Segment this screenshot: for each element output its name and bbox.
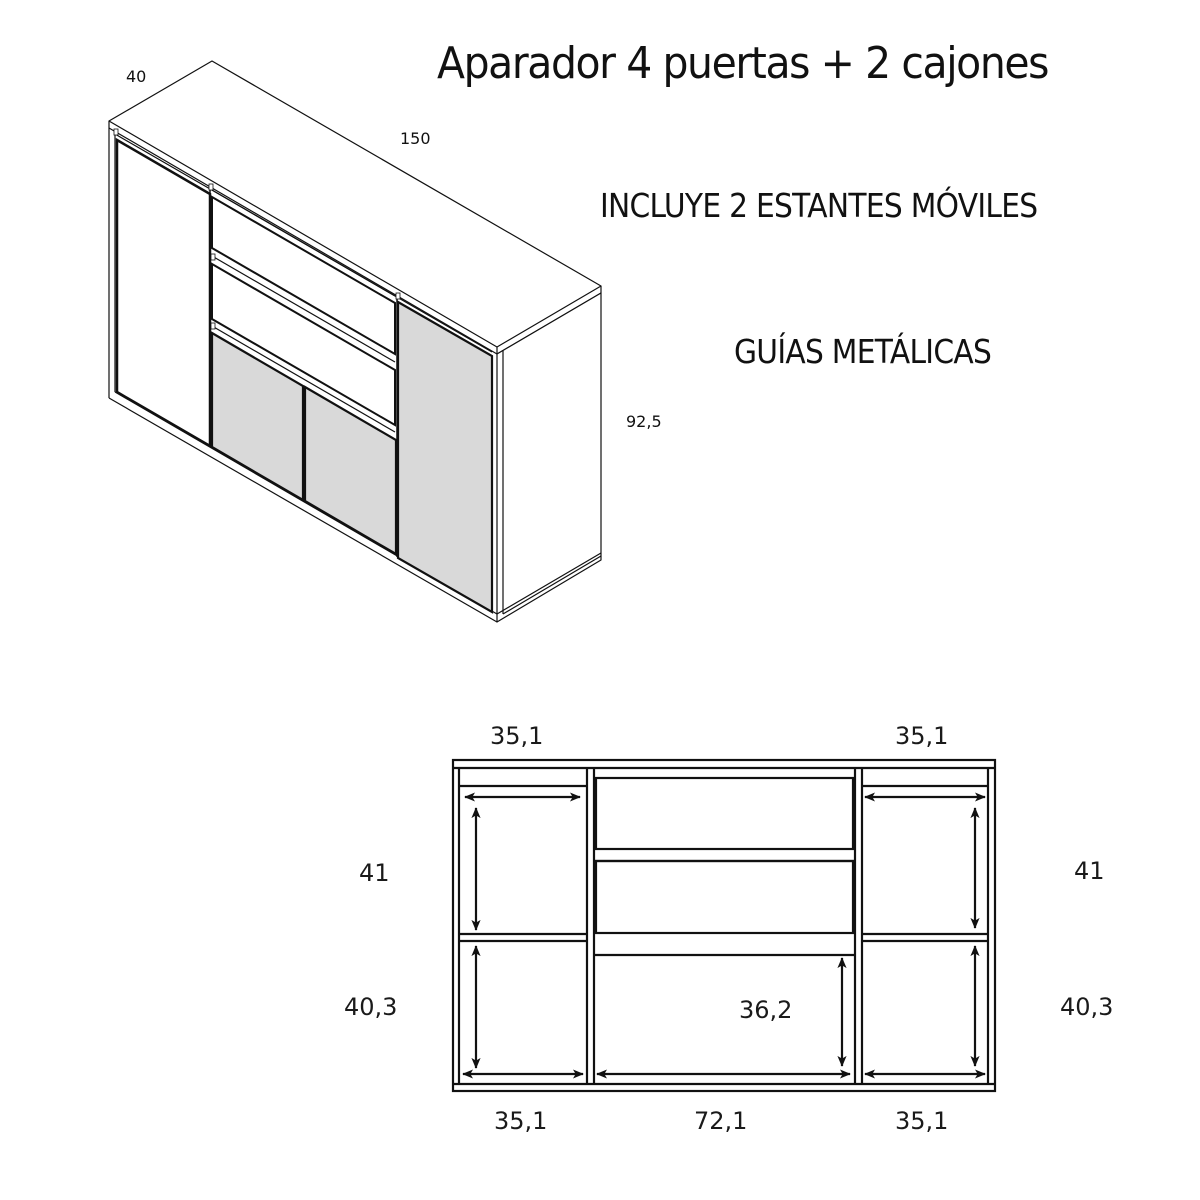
depth-dimension: 40 [126,67,147,86]
bottom-right-width-label: 35,1 [895,1107,949,1135]
height-dimension: 92,5 [626,412,662,431]
left-lower-height-label: 40,3 [344,993,398,1021]
width-dimension: 150 [400,129,431,148]
center-height-label: 36,2 [739,996,793,1024]
page-title: Aparador 4 puertas + 2 cajones [437,38,1049,89]
right-side-panel [496,292,602,623]
left-upper-height-label: 41 [359,859,390,887]
guides-note: GUÍAS METÁLICAS [734,332,992,371]
right-tall-door [396,300,494,614]
isometric-sideboard-drawing [108,60,602,623]
lower-center-left-door [210,331,305,502]
lower-center-right-door [303,385,398,556]
top-left-width-label: 35,1 [490,722,544,750]
bottom-center-width-label: 72,1 [694,1107,748,1135]
upper-drawer-front [211,195,396,356]
bottom-left-width-label: 35,1 [494,1107,548,1135]
right-lower-height-label: 40,3 [1060,993,1114,1021]
top-right-width-label: 35,1 [895,722,949,750]
shelves-note: INCLUYE 2 ESTANTES MÓVILES [600,186,1038,225]
right-upper-height-label: 41 [1074,857,1105,885]
lower-drawer-front [211,262,396,427]
